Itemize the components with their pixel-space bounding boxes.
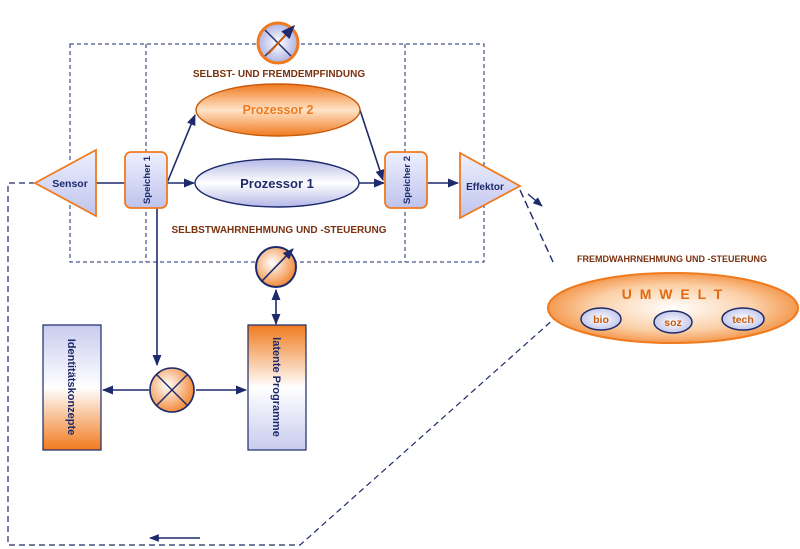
speicher1-node: Speicher 1 (124, 151, 168, 209)
prozessor2-to-speicher2 (359, 109, 385, 182)
effektor-to-umwelt-dashed (519, 189, 554, 263)
latente-node: latente Programme (247, 324, 307, 451)
latente-label: latente Programme (270, 337, 282, 437)
identitaet-node: Identitätskonzepte (42, 324, 102, 451)
middle-gauge (255, 246, 297, 288)
speicher1-label: Speicher 1 (142, 155, 153, 204)
sensor-label: Sensor (52, 178, 88, 190)
umwelt-title: U M W E L T (622, 286, 725, 302)
identitaet-label: Identitätskonzepte (65, 339, 77, 436)
umwelt-bio-shape (580, 307, 622, 331)
umwelt-soz-shape (653, 310, 693, 334)
prozessor2-node: Prozessor 2 (195, 83, 361, 137)
direction-arrows (149, 193, 543, 542)
umwelt-tech-shape (721, 307, 765, 331)
umwelt-node: U M W E L T bio soz tech (547, 272, 799, 344)
prozessor1-node: Prozessor 1 (194, 158, 360, 208)
label-selbstwahr: SELBSTWAHRNEHMUNG UND -STEUERUNG (172, 225, 387, 236)
label-selbst-fremd: SELBST- UND FREMDEMPFINDUNG (193, 69, 365, 80)
connectors (96, 109, 460, 395)
speicher2-node: Speicher 2 (384, 151, 428, 209)
umwelt-soz-label: soz (664, 317, 682, 329)
top-gauge (256, 21, 300, 65)
prozessor2-label: Prozessor 2 (243, 103, 314, 117)
arrow-to-umwelt (527, 193, 543, 207)
effektor-label: Effektor (466, 182, 504, 193)
effektor-node: Effektor (459, 151, 522, 220)
speicher2-label: Speicher 2 (402, 156, 413, 204)
comparator-circle (149, 367, 195, 413)
umwelt-bio-label: bio (593, 314, 609, 326)
sensor-node: Sensor (33, 148, 97, 218)
feedback-dashed-loop (7, 182, 556, 546)
speicher1-to-prozessor2 (166, 113, 196, 184)
label-fremdwahr: FREMDWAHRNEHMUNG UND -STEUERUNG (577, 254, 767, 264)
umwelt-tech-label: tech (732, 314, 754, 326)
prozessor1-label: Prozessor 1 (240, 176, 314, 191)
